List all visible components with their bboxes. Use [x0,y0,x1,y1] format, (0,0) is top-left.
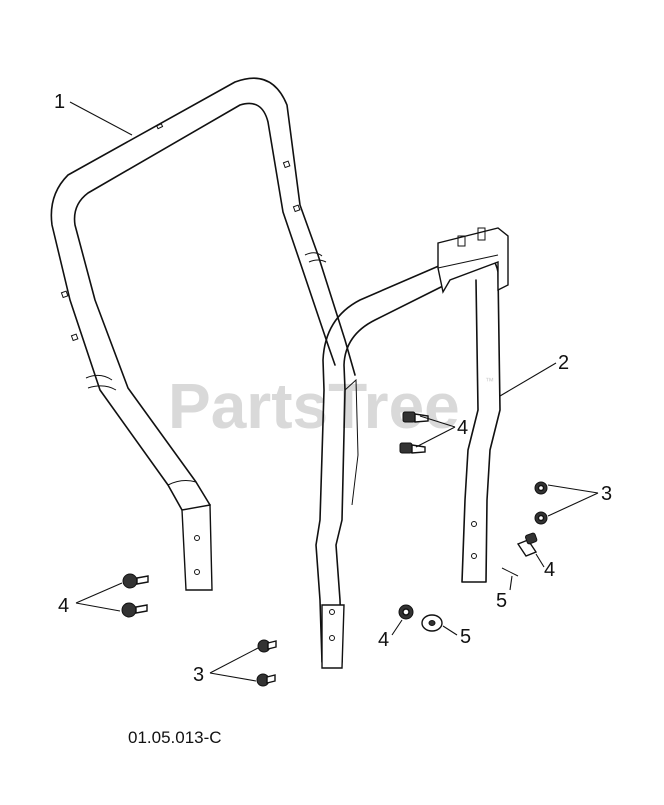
bolt-icon [516,532,538,557]
nut-icon [256,673,276,687]
hardware [121,411,548,687]
nut-icon [534,511,548,525]
leader-lines [69,101,599,682]
bolt-icon [402,411,429,423]
pin-icon [501,567,519,577]
roll-bar-upper [50,77,356,591]
callout-3-bottom: 3 [193,664,204,686]
diagram-code: 01.05.013-C [128,728,222,747]
callout-4-left: 4 [58,595,69,617]
nut-icon [121,602,148,618]
watermark-text: PartsTree [168,370,460,442]
watermark: PartsTree ™ [168,370,494,442]
callout-5-right: 5 [496,590,507,612]
callout-4-center: 4 [457,417,468,439]
watermark-trademark: ™ [485,376,494,386]
callout-4-right: 4 [544,559,555,581]
nut-icon [257,639,277,653]
callout-3-right: 3 [601,483,612,505]
washer-icon [421,614,443,632]
callout-4-bottom: 4 [378,629,389,651]
nut-icon [398,604,414,620]
bolt-icon [399,442,426,454]
nut-icon [534,481,548,495]
roll-bar-lower [315,227,509,669]
callout-5-bottom: 5 [460,626,471,648]
callout-2: 2 [558,352,569,374]
nut-icon [122,573,149,589]
callouts: 1 2 4 3 4 5 4 4 5 3 [54,91,612,686]
callout-1: 1 [54,91,65,113]
